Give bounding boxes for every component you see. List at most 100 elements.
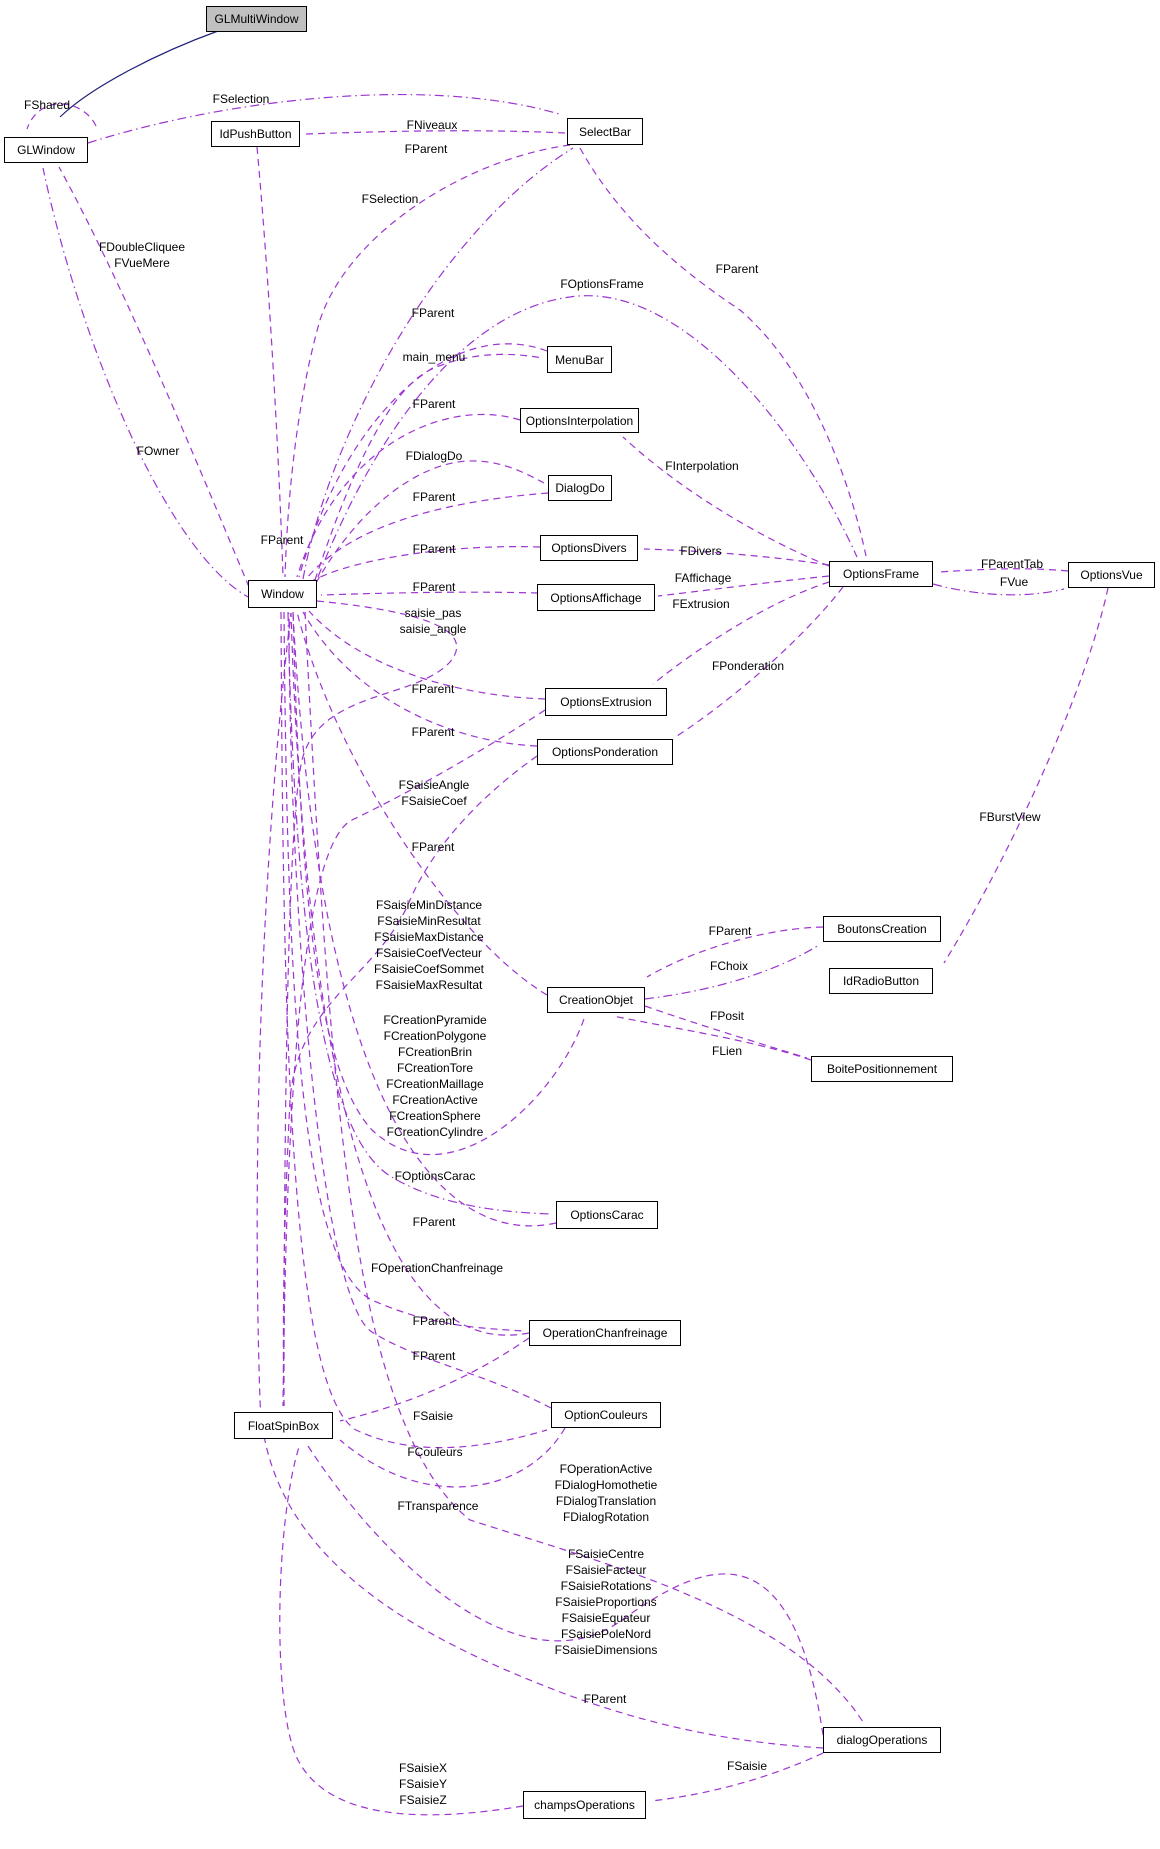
edge-inheritance-glmultiwindow-glwindow xyxy=(59,30,219,118)
edge-label-fshared: FShared xyxy=(23,98,71,112)
edge-fparent-extrusion xyxy=(308,610,546,700)
node-optionscarac[interactable]: OptionsCarac xyxy=(556,1201,658,1229)
edge-label-ftransparence: FTransparence xyxy=(397,1499,479,1513)
node-label: OptionsCarac xyxy=(570,1208,644,1222)
edge-fsaisie-left xyxy=(339,1337,530,1422)
edge-fdialog-block xyxy=(304,611,864,1723)
node-optionsdivers[interactable]: OptionsDivers xyxy=(540,535,638,561)
edge-fvue xyxy=(932,583,1065,596)
edge-label-fparent-selectbar: FParent xyxy=(404,142,448,156)
edge-label-faffichage: FAffichage xyxy=(674,571,732,585)
node-optioncouleurs[interactable]: OptionCouleurs xyxy=(551,1402,661,1428)
edge-fsaisiecentre-block xyxy=(307,1445,824,1736)
node-label: OptionsDivers xyxy=(551,541,627,555)
node-idradiobutton[interactable]: IdRadioButton xyxy=(829,968,933,994)
edge-fparent-affichage xyxy=(320,591,539,596)
node-label: IdPushButton xyxy=(219,127,292,141)
edge-label-fburstview: FBurstView xyxy=(979,810,1041,824)
edge-label-fparent-menubar: FParent xyxy=(411,306,455,320)
edge-label-fparent-couleurs: FParent xyxy=(412,1349,456,1363)
node-optionsframe[interactable]: OptionsFrame xyxy=(829,561,933,587)
edge-label-fponderation: FPonderation xyxy=(711,659,785,673)
node-label: OptionsPonderation xyxy=(551,745,659,759)
edge-fposit xyxy=(612,1015,812,1061)
edge-fparent-boutons xyxy=(646,926,824,978)
edge-label-fextrusion: FExtrusion xyxy=(672,597,730,611)
node-glmultiwindow[interactable]: GLMultiWindow xyxy=(206,6,307,32)
node-label: BoutonsCreation xyxy=(837,922,927,936)
edge-label-foperationchanfreinage: FOperationChanfreinage xyxy=(370,1261,504,1275)
edge-label-fparent-ponderation: FParent xyxy=(411,725,455,739)
node-glwindow[interactable]: GLWindow xyxy=(4,137,88,163)
node-dialogdo[interactable]: DialogDo xyxy=(548,475,612,501)
node-boutonscreation[interactable]: BoutonsCreation xyxy=(823,916,941,942)
edge-label-fparent-interp: FParent xyxy=(412,397,456,411)
edge-finterpolation xyxy=(622,436,830,567)
edge-foptionsframe xyxy=(317,295,858,578)
edge-label-foptionscarac: FOptionsCarac xyxy=(394,1169,476,1183)
edge-fparenttab xyxy=(938,568,1069,573)
edge-label-fniveaux: FNiveaux xyxy=(406,118,458,132)
edge-label-fdialogdo: FDialogDo xyxy=(405,449,463,463)
edge-label-fcouleurs: FCouleurs xyxy=(407,1445,463,1459)
edge-fextrusion xyxy=(652,581,830,685)
node-label: FloatSpinBox xyxy=(247,1418,320,1433)
edge-label-fparent-dialogdo: FParent xyxy=(412,490,456,504)
edge-main-menu xyxy=(314,353,543,581)
node-label: OptionsInterpolation xyxy=(525,413,634,428)
node-boitepositionnement[interactable]: BoitePositionnement xyxy=(811,1056,953,1082)
node-optionsinterpolation[interactable]: OptionsInterpolation xyxy=(520,408,639,433)
node-label: Window xyxy=(261,587,304,601)
node-optionsextrusion[interactable]: OptionsExtrusion xyxy=(545,688,667,716)
node-idpushbutton[interactable]: IdPushButton xyxy=(211,121,300,147)
edge-ftransparence xyxy=(339,1427,566,1488)
edge-fsaisiexyz xyxy=(279,1446,524,1816)
edge-fparent-interp xyxy=(296,413,521,578)
edge-label-fdivers: FDivers xyxy=(680,544,722,558)
edge-fsaisiemin-block xyxy=(282,755,538,1407)
node-floatspinbox[interactable]: FloatSpinBox xyxy=(234,1412,333,1439)
edge-fparent-couleurs xyxy=(288,612,552,1409)
node-operationchanfreinage[interactable]: OperationChanfreinage xyxy=(529,1320,681,1346)
node-selectbar[interactable]: SelectBar xyxy=(567,118,643,145)
edge-label-fposit: FPosit xyxy=(709,1009,745,1023)
node-label: OptionsExtrusion xyxy=(560,695,652,709)
node-champsoperations[interactable]: champsOperations xyxy=(523,1791,646,1819)
edge-label-fparent-window-top: FParent xyxy=(260,533,304,547)
node-creationobjet[interactable]: CreationObjet xyxy=(547,987,645,1013)
edge-fdoublecliquee xyxy=(58,166,250,588)
edge-fparent-optionsframe xyxy=(579,147,867,557)
edge-label-fparent-dialogops: FParent xyxy=(583,1692,627,1706)
edge-fparent-chanfreinage xyxy=(290,612,530,1336)
edge-fdialogdo xyxy=(315,460,545,584)
node-label: BoitePositionnement xyxy=(826,1062,938,1076)
edge-saisie-pas-angle xyxy=(283,600,458,1407)
edge-fsaisie-right xyxy=(650,1752,824,1802)
node-label: CreationObjet xyxy=(558,993,634,1007)
edge-fparent-selectbar xyxy=(284,144,571,578)
edge-fparent-window-top xyxy=(256,146,284,577)
node-label: OptionCouleurs xyxy=(564,1408,648,1422)
node-menubar[interactable]: MenuBar xyxy=(547,346,612,373)
node-optionsponderation[interactable]: OptionsPonderation xyxy=(537,739,673,765)
edge-fparent-ponderation xyxy=(302,611,538,747)
edge-fcreation-block xyxy=(292,611,586,1155)
node-window[interactable]: Window xyxy=(248,580,317,608)
node-label: GLMultiWindow xyxy=(214,12,299,26)
edge-label-fselection-top: FSelection xyxy=(212,92,270,106)
edge-label-main-menu: main_menu xyxy=(402,350,466,364)
node-optionsaffichage[interactable]: OptionsAffichage xyxy=(537,584,655,611)
edge-label-fparent-extrusion: FParent xyxy=(411,682,455,696)
node-dialogoperations[interactable]: dialogOperations xyxy=(823,1727,941,1753)
node-optionsvue[interactable]: OptionsVue xyxy=(1068,562,1155,588)
edge-flien xyxy=(644,1005,808,1059)
edge-fowner xyxy=(42,167,253,600)
